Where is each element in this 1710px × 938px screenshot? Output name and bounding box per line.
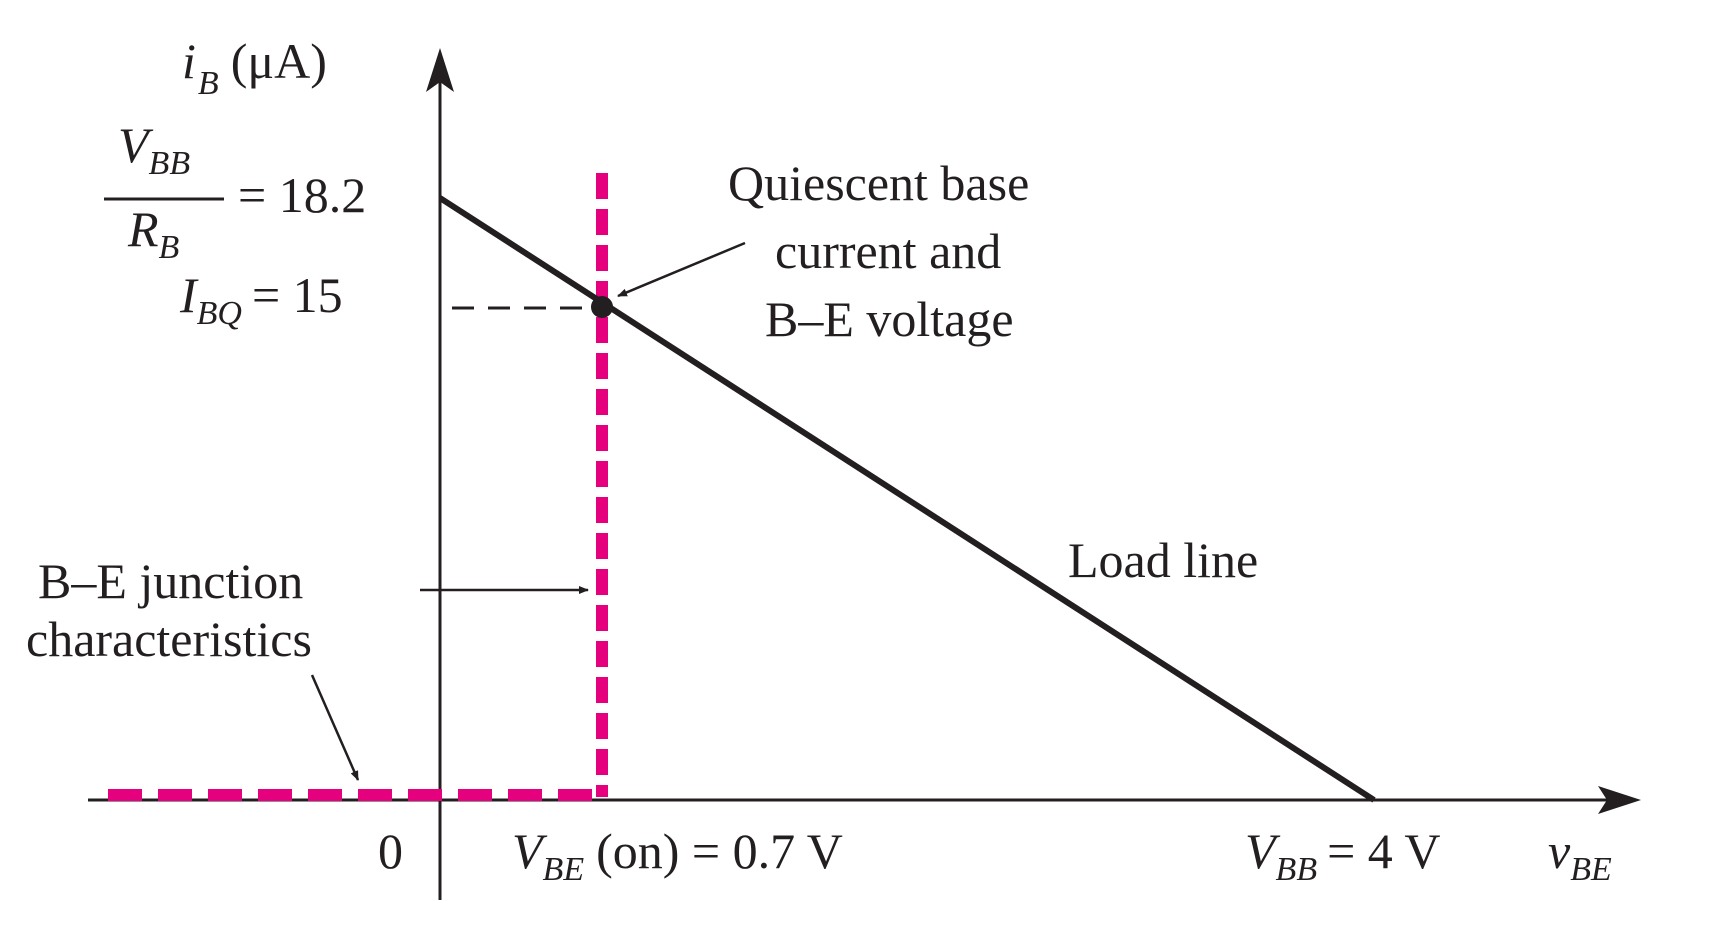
quiescent-line-3: B–E voltage <box>765 291 1014 347</box>
quiescent-arrow <box>617 241 746 298</box>
junction-line-1: B–E junction <box>38 553 303 609</box>
intercept-label: VBB RB = 18.2 <box>104 117 366 266</box>
quiescent-annotation: Quiescent base current and B–E voltage <box>617 155 1029 347</box>
x-axis-title: vBE <box>1548 823 1612 888</box>
intercept-value: = 18.2 <box>238 167 366 223</box>
junction-arrow-down <box>310 674 360 781</box>
vbe-on-label: VBE(on) = 0.7 V <box>512 823 843 888</box>
vbb-label: VBB= 4 V <box>1245 823 1441 888</box>
intercept-numerator: VBB <box>118 117 190 182</box>
ibq-label: IBQ= 15 <box>179 267 343 332</box>
q-point <box>591 296 613 318</box>
junction-annotation: B–E junction characteristics <box>26 553 589 781</box>
origin-label: 0 <box>378 823 403 879</box>
load-line-label: Load line <box>1068 532 1258 588</box>
y-axis-arrowhead <box>426 48 454 92</box>
quiescent-line-1: Quiescent base <box>728 155 1029 211</box>
y-axis-title: iB(μA) <box>182 33 327 102</box>
load-line <box>438 195 1376 803</box>
junction-line-2: characteristics <box>26 611 312 667</box>
quiescent-line-2: current and <box>775 223 1001 279</box>
x-axis-arrowhead <box>1598 786 1641 814</box>
intercept-denominator: RB <box>127 201 180 266</box>
